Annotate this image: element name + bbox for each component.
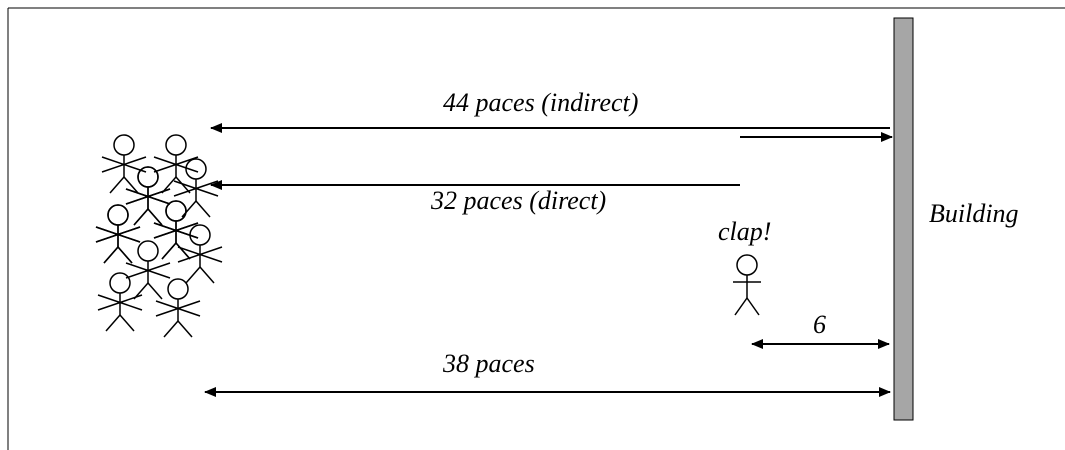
- crowd-person-figure: [125, 166, 171, 226]
- clapper-figure: [733, 254, 761, 316]
- crowd-distance-label: 38 paces: [442, 349, 535, 378]
- clapper-distance-label: 6: [813, 310, 826, 339]
- building-label: Building: [929, 199, 1019, 228]
- indirect-path-label: 44 paces (indirect): [443, 88, 638, 117]
- crowd-person-figure: [125, 240, 171, 300]
- clap-label: clap!: [718, 217, 771, 246]
- crowd-person-figure: [173, 158, 219, 218]
- crowd-group: [95, 134, 223, 338]
- crowd-person-figure: [95, 204, 141, 264]
- crowd-person-figure: [155, 278, 201, 338]
- crowd-person-figure: [153, 200, 199, 260]
- crowd-person-figure: [177, 224, 223, 284]
- crowd-person-figure: [101, 134, 147, 194]
- crowd-person-figure: [97, 272, 143, 332]
- crowd-person-figure: [153, 134, 199, 194]
- direct-path-label: 32 paces (direct): [430, 186, 606, 215]
- building-wall: [893, 17, 914, 421]
